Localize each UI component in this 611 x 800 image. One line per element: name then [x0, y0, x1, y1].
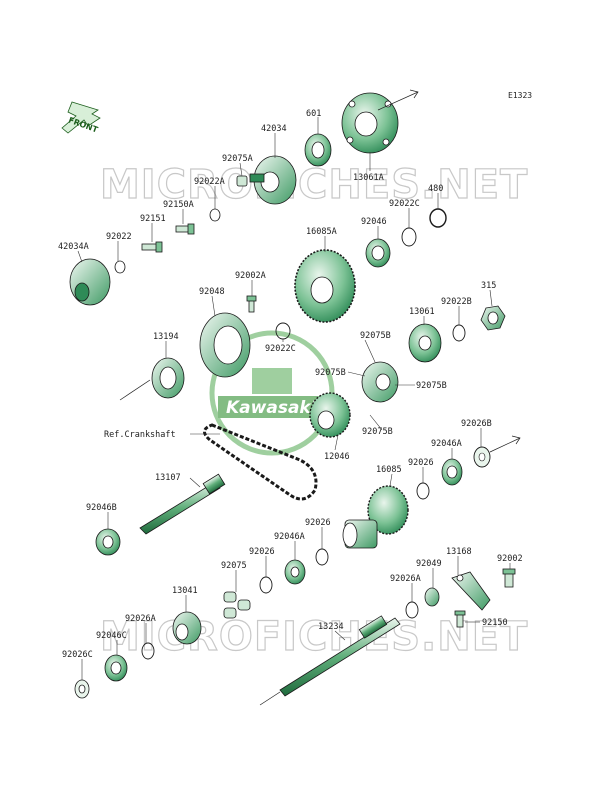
part-13234-shape	[279, 615, 401, 697]
part-92026B-shape	[473, 446, 491, 468]
label-92046A-right[interactable]: 92046A	[431, 439, 462, 449]
part-13194-shape	[151, 357, 185, 399]
part-16085-shape	[342, 485, 409, 549]
part-13041-shape	[172, 611, 202, 645]
label-92022A[interactable]: 92022A	[194, 177, 225, 187]
label-92048[interactable]: 92048	[199, 287, 225, 297]
label-92022C-mid[interactable]: 92022C	[265, 344, 296, 354]
label-92026-left[interactable]: 92026	[249, 547, 275, 557]
label-92026B[interactable]: 92026B	[461, 419, 492, 429]
part-13107-shape	[139, 473, 226, 535]
label-92026A-left[interactable]: 92026A	[125, 614, 156, 624]
label-315[interactable]: 315	[481, 281, 496, 291]
part-92026C-shape	[74, 679, 90, 699]
watermark-top: MICROFICHES.NET	[100, 162, 528, 208]
label-92049[interactable]: 92049	[416, 559, 442, 569]
label-92022B[interactable]: 92022B	[441, 297, 472, 307]
part-92022B-shape	[452, 324, 466, 342]
part-92026-left-shape	[259, 576, 273, 594]
part-92022-shape	[114, 260, 126, 274]
watermark-bottom: MICROFICHES.NET	[100, 614, 528, 660]
part-92026A-left-shape	[141, 642, 155, 660]
label-601[interactable]: 601	[306, 109, 321, 119]
svg-text:Kawasaki: Kawasaki	[226, 398, 318, 418]
part-13061-shape	[408, 323, 442, 363]
label-92046-top[interactable]: 92046	[361, 217, 387, 227]
label-92150[interactable]: 92150	[482, 618, 508, 628]
part-92150-shape	[454, 610, 466, 628]
label-13168[interactable]: 13168	[446, 547, 472, 557]
label-16085[interactable]: 16085	[376, 465, 402, 475]
diagram-code: E1323	[508, 91, 532, 100]
part-16085A-shape	[294, 249, 356, 323]
axis-lines	[119, 89, 521, 706]
part-13061A-shape	[341, 92, 399, 154]
part-92002-shape	[502, 568, 516, 588]
part-92002A-shape	[246, 295, 257, 313]
label-13234[interactable]: 13234	[318, 622, 344, 632]
label-92026A-right[interactable]: 92026A	[390, 574, 421, 584]
part-601-shape	[304, 133, 332, 167]
label-13061[interactable]: 13061	[409, 307, 435, 317]
part-92075B-shape	[361, 361, 399, 403]
part-92150A-shape	[175, 223, 195, 235]
label-92075B-a[interactable]: 92075B	[360, 331, 391, 341]
label-42034[interactable]: 42034	[261, 124, 287, 134]
cam-chain-shape	[203, 423, 318, 501]
label-92046C[interactable]: 92046C	[96, 631, 127, 641]
label-13061A[interactable]: 13061A	[353, 173, 384, 183]
label-92150A[interactable]: 92150A	[163, 200, 194, 210]
part-92049-shape	[424, 587, 440, 607]
label-92002[interactable]: 92002	[497, 554, 523, 564]
part-92026-right-shape	[416, 482, 430, 500]
label-92075B-c[interactable]: 92075B	[416, 381, 447, 391]
part-42034A-shape	[69, 258, 111, 306]
label-92075[interactable]: 92075	[221, 561, 247, 571]
part-92075-shape	[223, 591, 251, 619]
part-92046A-mid-shape	[284, 559, 306, 585]
part-92026-mid-shape	[315, 548, 329, 566]
leader-lines	[77, 117, 511, 680]
front-arrow-icon: FRONT	[61, 101, 101, 135]
part-labels: 601 42034 13061A 92075A 92022A 480 92022…	[58, 109, 523, 660]
part-92151-shape	[141, 241, 163, 253]
label-13194[interactable]: 13194	[153, 332, 179, 342]
label-92022[interactable]: 92022	[106, 232, 132, 242]
label-92022C-top[interactable]: 92022C	[389, 199, 420, 209]
part-92048-shape	[199, 312, 251, 378]
part-92046-top-shape	[365, 238, 391, 268]
part-315-shape	[480, 305, 506, 331]
kawasaki-logo: Kawasaki	[209, 330, 335, 456]
part-480-shape	[429, 208, 447, 228]
label-13107[interactable]: 13107	[155, 473, 181, 483]
part-13168-shape	[451, 571, 491, 611]
part-92022A-shape	[209, 208, 221, 222]
part-92022C-top-shape	[401, 227, 417, 247]
label-92151[interactable]: 92151	[140, 214, 166, 224]
label-13041[interactable]: 13041	[172, 586, 198, 596]
part-92046C-shape	[104, 654, 128, 682]
label-42034A[interactable]: 42034A	[58, 242, 89, 252]
label-92046B[interactable]: 92046B	[86, 503, 117, 513]
label-ref-crankshaft[interactable]: Ref.Crankshaft	[104, 430, 176, 440]
part-92046B-shape	[95, 528, 121, 556]
label-92075A[interactable]: 92075A	[222, 154, 253, 164]
part-12046-shape	[309, 392, 351, 438]
label-92002A[interactable]: 92002A	[235, 271, 266, 281]
label-480[interactable]: 480	[428, 184, 443, 194]
label-16085A[interactable]: 16085A	[306, 227, 337, 237]
part-92046A-right-shape	[441, 458, 463, 486]
label-12046[interactable]: 12046	[324, 452, 350, 462]
label-92075B-b[interactable]: 92075B	[315, 368, 346, 378]
label-92075B-d[interactable]: 92075B	[362, 427, 393, 437]
part-92075A-shape	[236, 175, 248, 187]
label-92046A-mid[interactable]: 92046A	[274, 532, 305, 542]
label-92026-right[interactable]: 92026	[408, 458, 434, 468]
label-92026C[interactable]: 92026C	[62, 650, 93, 660]
label-92026-mid[interactable]: 92026	[305, 518, 331, 528]
